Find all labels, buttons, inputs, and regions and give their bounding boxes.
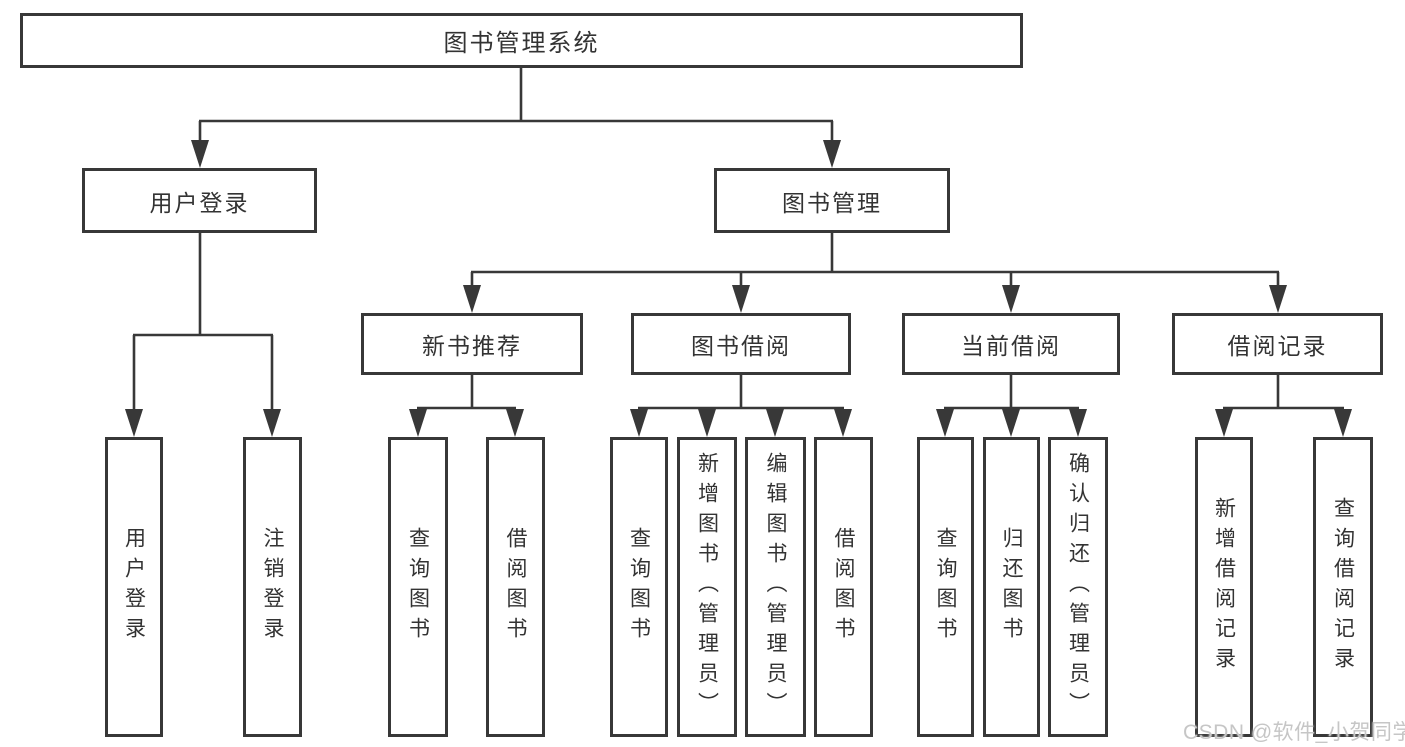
node-nbr-borrow: 借阅图书 — [486, 437, 545, 737]
node-nbr-query-label: 查询图书 — [406, 527, 430, 647]
node-br-add: 新增借阅记录 — [1195, 437, 1253, 737]
node-br-query-label: 查询借阅记录 — [1331, 497, 1355, 677]
arrow-bb-edit — [766, 409, 784, 437]
node-bb-edit-label: 编辑图书（管理员） — [764, 452, 787, 722]
node-bb-edit: 编辑图书（管理员） — [745, 437, 806, 737]
node-bb-query-label: 查询图书 — [627, 527, 651, 647]
node-cb-confirm: 确认归还（管理员） — [1048, 437, 1108, 737]
arrow-nbr-borrow — [506, 409, 524, 437]
arrow-ul-login — [125, 409, 143, 437]
arrow-user-login — [191, 140, 209, 168]
node-current-borrow-label: 当前借阅 — [961, 333, 1061, 359]
node-root: 图书管理系统 — [20, 13, 1023, 68]
arrow-br-query — [1334, 409, 1352, 437]
node-ul-user-login: 用户登录 — [105, 437, 163, 737]
node-nbr-borrow-label: 借阅图书 — [504, 527, 527, 647]
arrow-bb-borrow — [834, 409, 852, 437]
node-br-query: 查询借阅记录 — [1313, 437, 1373, 737]
arrow-new-book-rec — [463, 285, 481, 313]
node-bb-borrow-label: 借阅图书 — [832, 527, 855, 647]
node-cb-query: 查询图书 — [917, 437, 974, 737]
arrow-br-add — [1215, 409, 1233, 437]
node-bb-add: 新增图书（管理员） — [677, 437, 737, 737]
node-cb-return: 归还图书 — [983, 437, 1040, 737]
node-new-book-rec-label: 新书推荐 — [422, 333, 522, 359]
arrow-nbr-query — [409, 409, 427, 437]
arrow-cb-return — [1002, 409, 1020, 437]
node-book-mgmt-label: 图书管理 — [782, 189, 882, 216]
node-cb-confirm-label: 确认归还（管理员） — [1066, 452, 1090, 722]
arrow-borrow-record — [1269, 285, 1287, 313]
node-book-mgmt: 图书管理 — [714, 168, 950, 233]
node-bb-borrow: 借阅图书 — [814, 437, 873, 737]
arrow-current-borrow — [1002, 285, 1020, 313]
node-cb-return-label: 归还图书 — [1000, 527, 1023, 647]
node-borrow-record-label: 借阅记录 — [1227, 333, 1328, 359]
node-bb-add-label: 新增图书（管理员） — [695, 452, 719, 722]
node-ul-user-login-label: 用户登录 — [122, 527, 146, 647]
node-root-label: 图书管理系统 — [443, 30, 600, 57]
arrow-cb-confirm — [1069, 409, 1087, 437]
arrow-cb-query — [936, 409, 954, 437]
node-book-borrow-label: 图书借阅 — [691, 333, 791, 359]
watermark-text: CSDN @软件_小贺同学 — [1183, 721, 1405, 744]
node-nbr-query: 查询图书 — [388, 437, 448, 737]
arrow-book-mgmt — [823, 140, 841, 168]
arrowheads — [125, 140, 1352, 437]
node-br-add-label: 新增借阅记录 — [1212, 497, 1236, 677]
node-borrow-record: 借阅记录 — [1172, 313, 1383, 375]
node-cb-query-label: 查询图书 — [934, 527, 957, 647]
node-user-login-label: 用户登录 — [149, 189, 250, 216]
node-user-login: 用户登录 — [82, 168, 317, 233]
arrow-book-borrow — [732, 285, 750, 313]
node-book-borrow: 图书借阅 — [631, 313, 851, 375]
node-ul-logout: 注销登录 — [243, 437, 302, 737]
node-ul-logout-label: 注销登录 — [261, 527, 284, 647]
node-new-book-rec: 新书推荐 — [361, 313, 583, 375]
node-current-borrow: 当前借阅 — [902, 313, 1120, 375]
node-bb-query: 查询图书 — [610, 437, 668, 737]
arrow-ul-logout — [263, 409, 281, 437]
arrow-bb-add — [698, 409, 716, 437]
arrow-bb-query — [630, 409, 648, 437]
